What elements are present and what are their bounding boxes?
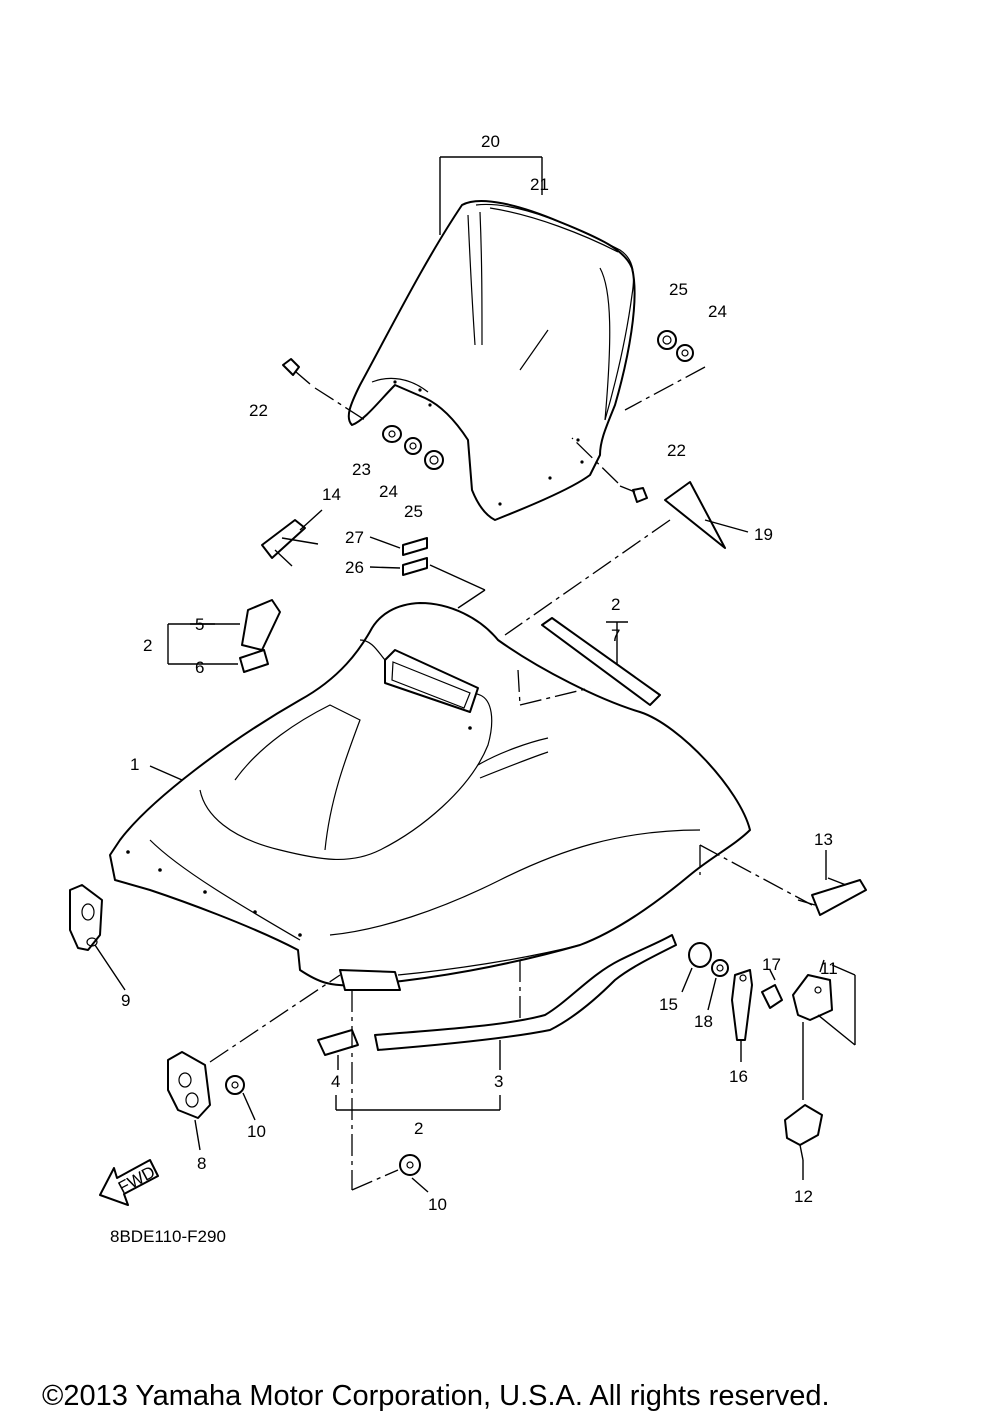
label-part-22-left: 22 bbox=[249, 401, 268, 420]
pin-13 bbox=[797, 850, 867, 916]
copyright-notice: ©2013 Yamaha Motor Corporation, U.S.A. A… bbox=[42, 1380, 830, 1412]
label-part-16: 16 bbox=[729, 1067, 748, 1086]
lever-16 bbox=[731, 969, 753, 1062]
bushing-15 bbox=[681, 942, 712, 993]
pads-5-6 bbox=[167, 599, 281, 673]
latch-9 bbox=[69, 884, 126, 991]
label-part-5: 5 bbox=[195, 615, 204, 634]
label-part-21: 21 bbox=[530, 175, 549, 194]
bolt-22-left bbox=[282, 358, 366, 421]
strip-7 bbox=[541, 617, 661, 706]
label-part-25-lower: 25 bbox=[404, 502, 423, 521]
label-part-2-left: 2 bbox=[143, 636, 152, 655]
label-part-20: 20 bbox=[481, 132, 500, 151]
block-4 bbox=[317, 1029, 359, 1070]
catch-11 bbox=[792, 959, 856, 1100]
hood bbox=[109, 602, 813, 991]
label-part-9: 9 bbox=[121, 991, 130, 1010]
label-part-2-bottom: 2 bbox=[414, 1119, 423, 1138]
label-part-1: 1 bbox=[130, 755, 139, 774]
washer-23 bbox=[382, 425, 402, 443]
bracket-14 bbox=[261, 509, 323, 567]
fwd-arrow-icon: FWD bbox=[99, 1159, 159, 1206]
hinge-8 bbox=[167, 974, 341, 1151]
bolt-22-right bbox=[571, 437, 648, 503]
label-part-2-top: 2 bbox=[611, 595, 620, 614]
label-part-23: 23 bbox=[352, 460, 371, 479]
label-part-15: 15 bbox=[659, 995, 678, 1014]
washer-18 bbox=[707, 959, 729, 1011]
label-part-17: 17 bbox=[762, 955, 781, 974]
label-part-4: 4 bbox=[331, 1072, 340, 1091]
grommet-10-bottom bbox=[351, 960, 521, 1193]
nut-24-upper bbox=[624, 344, 706, 411]
label-part-14: 14 bbox=[322, 485, 341, 504]
label-part-26: 26 bbox=[345, 558, 364, 577]
label-part-19: 19 bbox=[754, 525, 773, 544]
label-part-12: 12 bbox=[794, 1187, 813, 1206]
label-part-27: 27 bbox=[345, 528, 364, 547]
pads-26-27 bbox=[369, 536, 486, 609]
label-part-6: 6 bbox=[195, 658, 204, 677]
gasket-3 bbox=[374, 934, 677, 1070]
windshield bbox=[347, 156, 636, 521]
label-part-25-upper: 25 bbox=[669, 280, 688, 299]
label-part-7: 7 bbox=[611, 626, 620, 645]
collar-17 bbox=[761, 969, 783, 1009]
grommet-10-left bbox=[225, 1075, 256, 1121]
label-part-8: 8 bbox=[197, 1154, 206, 1173]
label-part-11: 11 bbox=[820, 959, 838, 978]
label-part-10-bottom: 10 bbox=[428, 1195, 447, 1214]
diagram-code: 8BDE110-F290 bbox=[110, 1227, 226, 1246]
label-part-22-right: 22 bbox=[667, 441, 686, 460]
label-part-3: 3 bbox=[494, 1072, 503, 1091]
label-part-18: 18 bbox=[694, 1012, 713, 1031]
knob-12 bbox=[784, 1104, 823, 1180]
nut-24-lower bbox=[404, 437, 422, 455]
spacer-25-upper bbox=[657, 330, 677, 350]
label-part-13: 13 bbox=[814, 830, 833, 849]
spacer-25-lower bbox=[424, 450, 444, 470]
decal-19 bbox=[504, 481, 749, 636]
label-part-24-upper: 24 bbox=[708, 302, 727, 321]
label-part-24-lower: 24 bbox=[379, 482, 398, 501]
label-part-10-left: 10 bbox=[247, 1122, 266, 1141]
